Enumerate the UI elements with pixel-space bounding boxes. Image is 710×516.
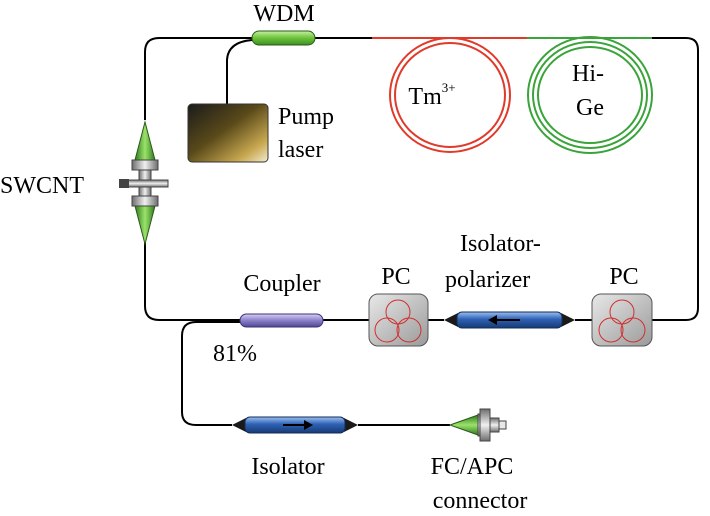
coupler-label: Coupler [243,271,320,297]
output-isolator [232,416,358,434]
fiber-bottom-left [144,240,240,321]
tm-label: Tm3+ [408,80,455,110]
isolator-polarizer-label-line1: Isolator- [460,231,541,257]
hige-label-line1: Hi- [572,61,604,87]
output-fiber [181,321,240,426]
wdm-component [251,30,316,46]
fcapc-label-line2: connector [433,488,528,514]
pump-laser-label-line1: Pump [278,104,334,130]
pump-laser-label-line2: laser [278,137,323,163]
isolator-polarizer-label-line2: polarizer [445,267,530,293]
hige-fiber-coil [527,36,653,154]
ring-fiber [144,37,699,426]
pc-right [591,293,653,347]
coupler-component [239,313,324,328]
coupler-percentage: 81% [213,341,257,367]
hige-label-line2: Ge [576,95,604,121]
pc-left [368,293,429,347]
isolator-polarizer [444,311,575,329]
isolator-label: Isolator [251,454,324,480]
isolator-polarizer-arrow-icon [488,315,497,325]
fcapc-label-line1: FC/APC [431,454,514,480]
tm-fiber-coil [389,37,511,153]
pc-left-label: PC [381,264,410,290]
fcapc-connector [448,408,507,442]
tm-superscript: 3+ [442,80,456,95]
isolator-arrow-icon [304,420,313,430]
swcnt-label: SWCNT [0,173,84,199]
wdm-label: WDM [253,1,314,27]
fiber-right [652,37,699,321]
pc-right-label: PC [609,264,638,290]
swcnt-absorber [119,120,169,246]
pump-lead-fiber [226,39,253,105]
pump-laser [187,103,269,163]
fiber-top-left [144,37,252,120]
